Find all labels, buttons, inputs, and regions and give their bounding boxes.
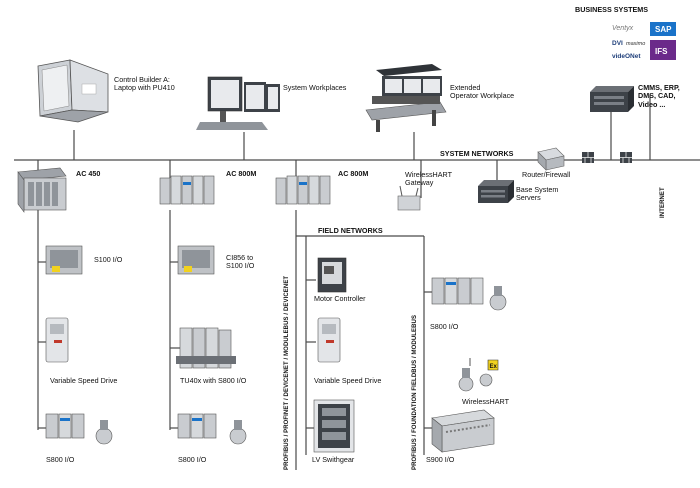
s800-io-label-3: S800 I/O	[430, 322, 459, 331]
cmms-line2: DMS, CAD,	[638, 91, 676, 101]
s900-io-label: S900 I/O	[426, 455, 455, 464]
laptop-icon	[37, 59, 109, 123]
vsd-label-1: Variable Speed Drive	[50, 376, 118, 385]
internet-label: INTERNET	[660, 187, 666, 218]
base-system-servers-icon	[478, 180, 514, 203]
ac800m-label-2: AC 800M	[338, 169, 369, 178]
profibus-foundation-label: PROFIBUS / FOUNDATION FIELDBUS / MODULEB…	[412, 314, 418, 470]
extended-operator-workplace-icon	[365, 64, 447, 132]
network-lines	[14, 95, 700, 470]
s800-io-icon-3	[431, 277, 507, 311]
ac450-label: AC 450	[76, 169, 101, 178]
videonet-logo: videONet	[612, 53, 641, 60]
field-networks-label: FIELD NETWORKS	[318, 226, 383, 235]
maximo-logo: maximo	[626, 41, 645, 47]
dvi-logo: DVI	[612, 40, 623, 47]
motor-controller-icon	[317, 257, 347, 293]
ac800m-label-1: AC 800M	[226, 169, 257, 178]
ifs-logo	[650, 40, 676, 60]
s800-io-label-2: S800 I/O	[178, 455, 207, 464]
business-server-icon	[590, 86, 634, 112]
ci856-icon	[177, 245, 215, 275]
cmms-line3: Video ...	[638, 99, 666, 109]
router-icon	[537, 147, 565, 171]
system-workplaces-icon	[196, 76, 280, 130]
s800-io-icon-1	[45, 413, 113, 445]
tu40x-label: TU40x with S800 I/O	[180, 376, 247, 385]
base-servers-line2: Servers	[516, 193, 541, 203]
s100-io-icon	[45, 245, 83, 275]
sap-logo	[650, 22, 676, 36]
control-builder-line1: Control Builder A:	[114, 75, 170, 84]
tu40x-icon	[176, 327, 236, 369]
firewall-icon-2	[620, 152, 632, 163]
vsd-label-2: Variable Speed Drive	[314, 376, 382, 385]
control-builder-label: Control Builder A: Laptop with PU410	[114, 75, 175, 93]
ac800m-icon-1	[159, 175, 215, 205]
s900-io-icon	[431, 409, 495, 453]
base-servers-line1: Base System	[516, 185, 559, 194]
s100-io-label: S100 I/O	[94, 255, 123, 264]
ci856-label: CI856 to S100 I/O	[226, 253, 255, 271]
cmms-line1: CMMS, ERP,	[638, 83, 680, 92]
wirelesshart-gateway-icon	[397, 185, 421, 211]
firewall-icon-1	[582, 152, 594, 163]
ex-symbol-icon	[487, 359, 499, 371]
wirelesshart-label: WirelessHART	[462, 397, 509, 406]
s800-io-icon-2	[177, 413, 247, 445]
system-workplaces-label: System Workplaces	[283, 83, 347, 92]
svg-text:IFS: IFS	[655, 47, 668, 56]
base-servers-label: Base System Servers	[516, 185, 559, 203]
wirelesshart-gateway-label: WirelessHART Gateway	[405, 170, 452, 188]
system-networks-label: SYSTEM NETWORKS	[440, 149, 514, 158]
gateway-line2: Gateway	[405, 178, 434, 188]
profibus-devicenet-label: PROFIBUS / PROFINET / DEVICENET / MODULE…	[284, 275, 290, 470]
control-builder-line2: Laptop with PU410	[114, 83, 175, 93]
ventyx-logo: Ventyx	[612, 25, 634, 32]
svg-text:SAP: SAP	[655, 25, 672, 34]
extended-line2: Operator Workplace	[450, 91, 515, 101]
s800-io-label-1: S800 I/O	[46, 455, 75, 464]
gateway-line1: WirelessHART	[405, 170, 452, 179]
variable-speed-drive-icon-1	[45, 317, 69, 363]
svg-text:Ex: Ex	[490, 364, 498, 370]
wirelesshart-devices-icon: Ex	[458, 358, 499, 392]
motor-controller-label: Motor Controller	[314, 294, 366, 303]
extended-operator-label: Extended Operator Workplace	[450, 83, 515, 101]
extended-line1: Extended	[450, 83, 481, 92]
lv-switchgear-label: LV Swithgear	[312, 455, 355, 464]
business-logos: Ventyx SAP DVI maximo videONet IFS	[612, 22, 676, 60]
ac800m-icon-2	[275, 175, 331, 205]
router-label: Router/Firewall	[522, 170, 571, 179]
variable-speed-drive-icon-2	[317, 317, 341, 363]
business-systems-title: BUSINESS SYSTEMS	[575, 5, 649, 14]
ci856-line1: CI856 to	[226, 253, 254, 262]
lv-switchgear-icon	[313, 399, 355, 453]
ci856-line2: S100 I/O	[226, 261, 255, 271]
ac450-icon	[17, 167, 67, 213]
cmms-label: CMMS, ERP, DMS, CAD, Video ...	[638, 83, 680, 109]
